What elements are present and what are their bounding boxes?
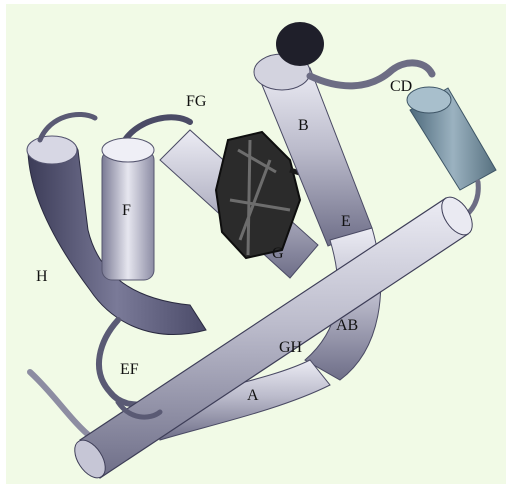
label-h: H	[36, 269, 48, 285]
label-gh: GH	[279, 340, 302, 356]
helix-cd-end	[407, 87, 451, 113]
helix-b-cap-dark	[276, 22, 324, 66]
helix-h-end	[27, 136, 77, 164]
label-ab: AB	[336, 318, 358, 334]
helix-f-top	[102, 138, 154, 162]
label-cd: CD	[390, 79, 412, 95]
label-f: F	[122, 203, 131, 219]
label-g: G	[272, 246, 284, 262]
label-ef: EF	[120, 362, 139, 378]
label-b: B	[298, 118, 309, 134]
label-fg: FG	[186, 94, 206, 110]
label-e: E	[341, 214, 351, 230]
label-a: A	[247, 388, 259, 404]
